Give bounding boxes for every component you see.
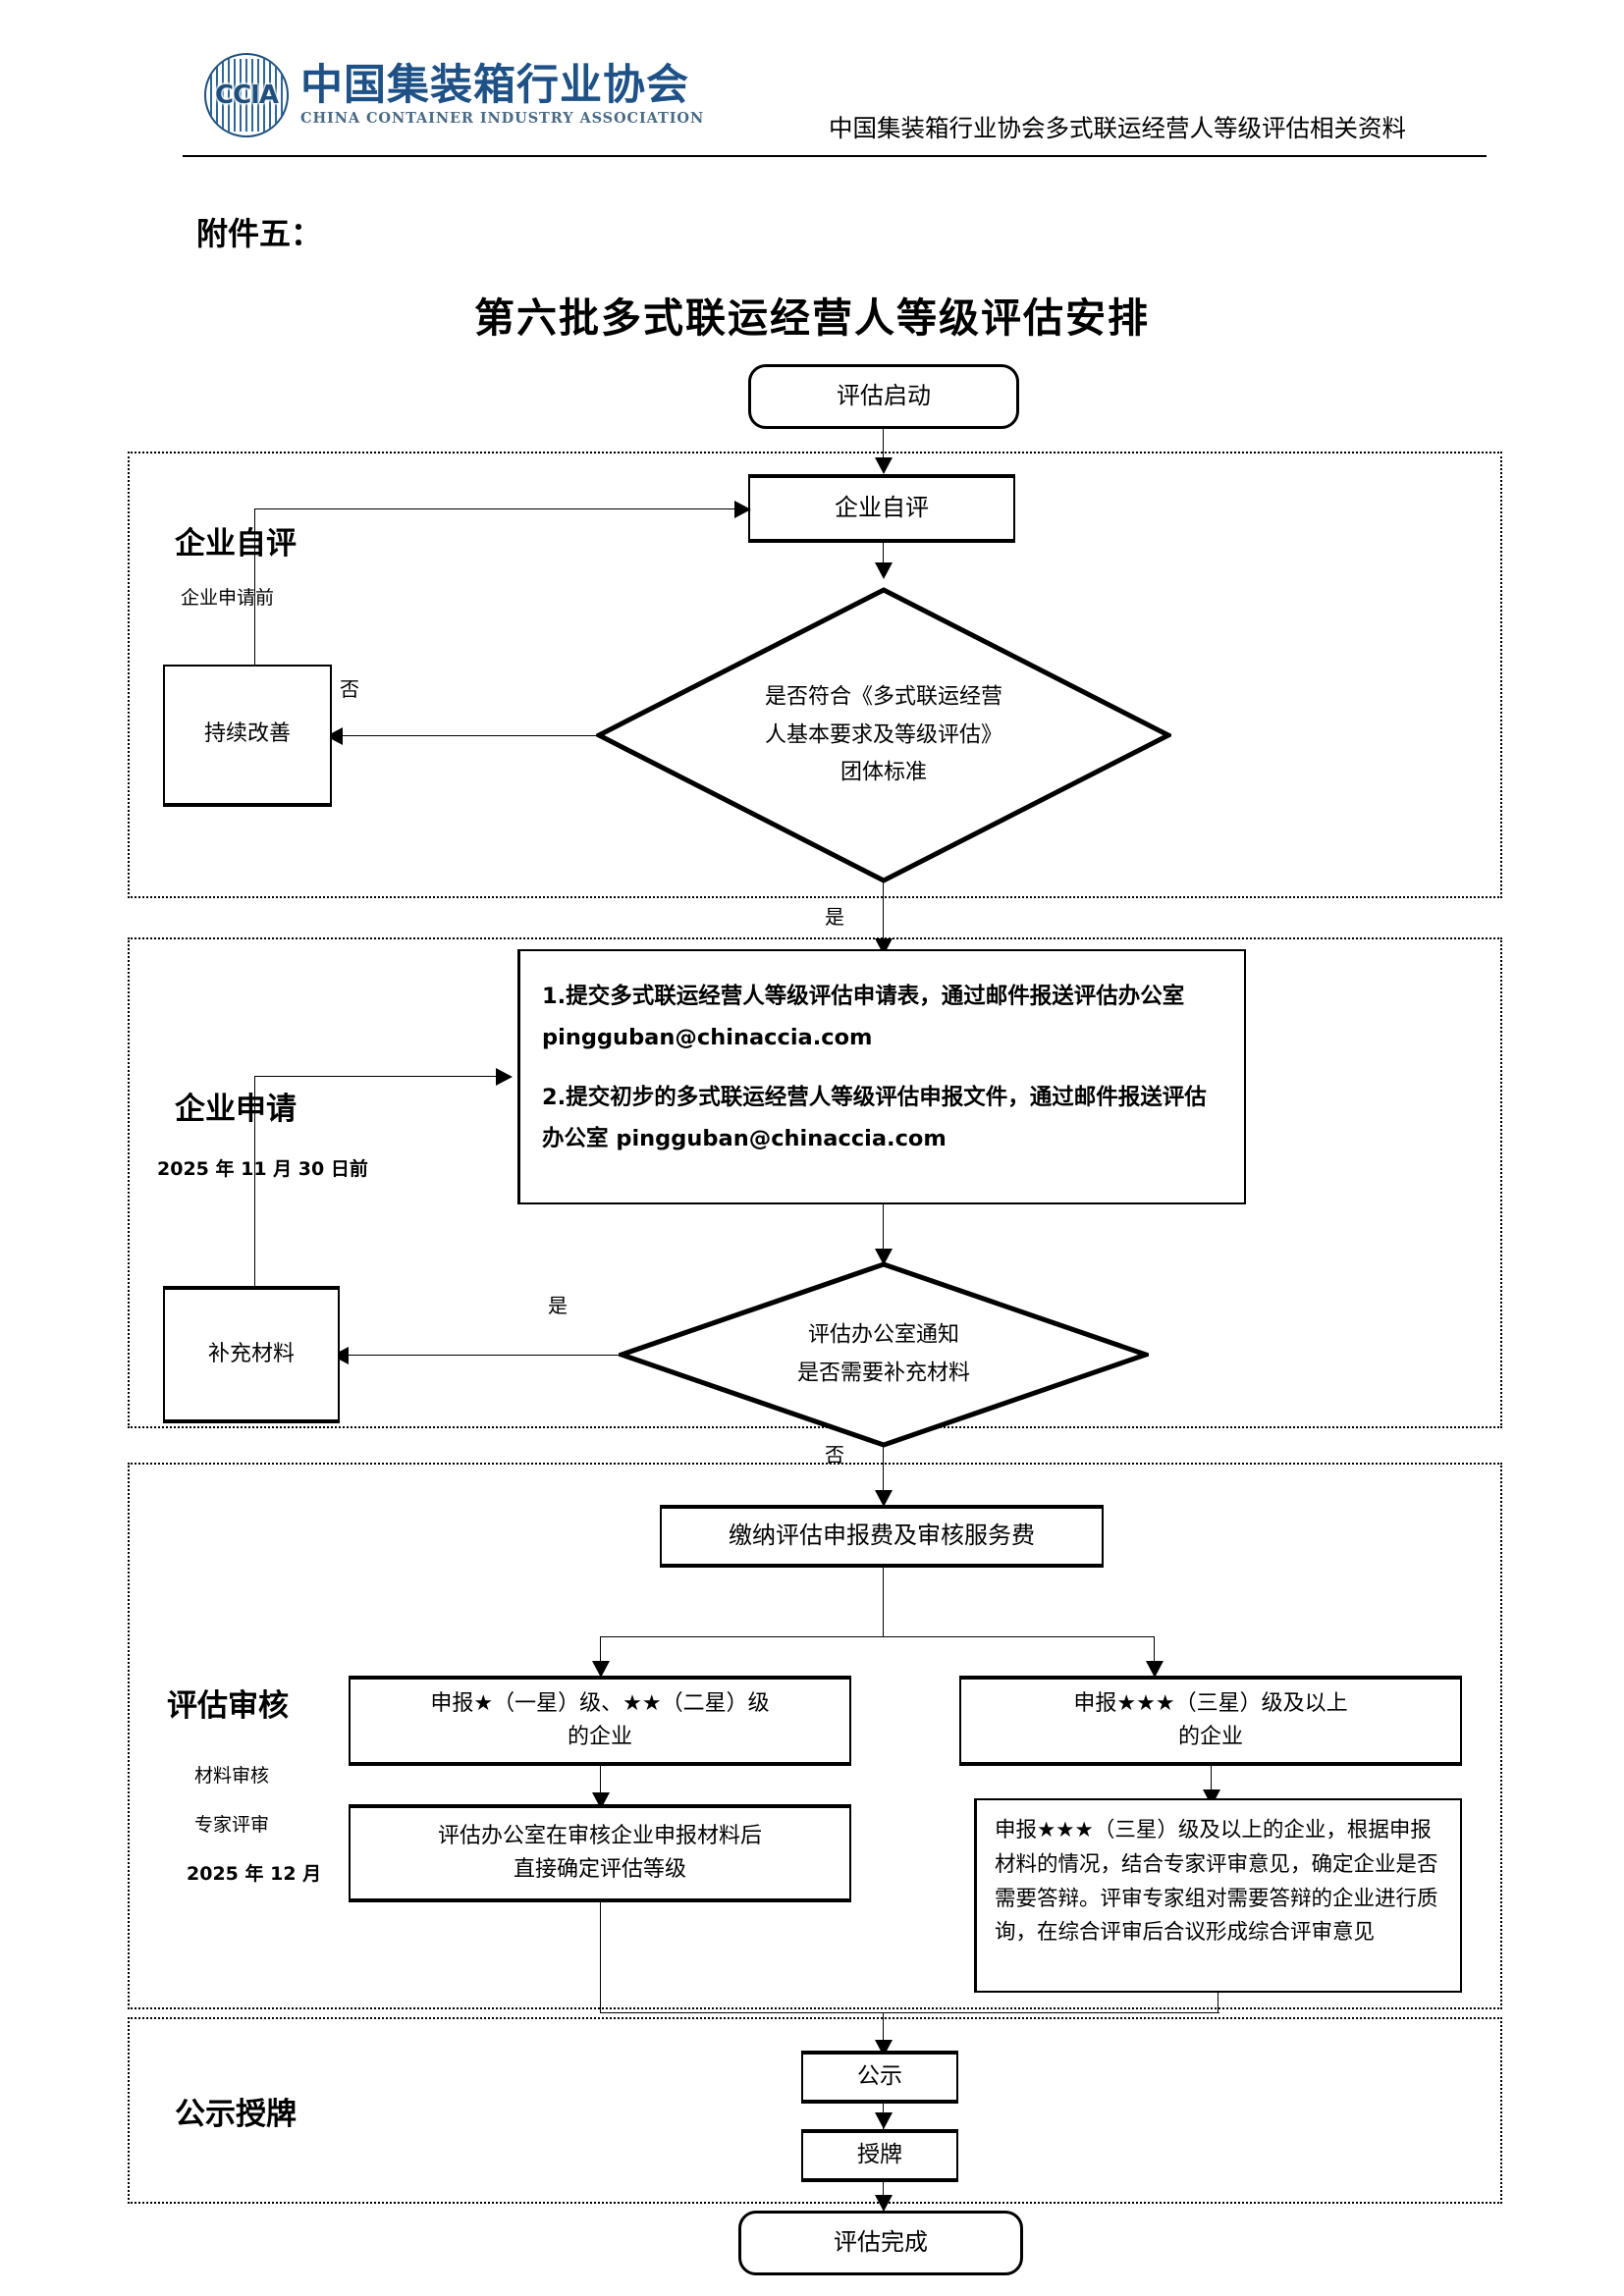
diamond-shape-icon [596,587,1171,883]
connector-fee-to-low-branch [600,1636,601,1674]
connector-start-to-self-assess [883,429,884,466]
edge-label-yes-1: 是 [823,901,846,930]
arrowhead-improve-to-self-assess [734,501,751,518]
stage-title-self-assessment: 企业自评 [175,526,297,561]
arrowhead-fee-to-low-branch [592,1661,610,1678]
decision-standard-line-0: 是否符合《多式联运经营 [764,684,1003,710]
connector-decision-to-fee [883,1446,884,1507]
decision-supplement-label: 评估办公室通知 是否需要补充材料 [797,1317,970,1393]
stage-subtitle-application-0: 2025 年 11 月 30 日前 [157,1158,368,1180]
decision-standard-line-2: 团体标准 [839,760,928,785]
node-high-branch-result: 申报★★★（三星）级及以上的企业，根据申报材料的情况，结合专家评审意见，确定企业… [974,1798,1462,1993]
page-title: 第六批多式联运经营人等级评估安排 [474,294,1150,342]
connector-decision-to-supplement [339,1355,622,1356]
application-item-1: 1.提交多式联运经营人等级评估申请表，通过邮件报送评估办公室 pingguban… [542,984,1185,1050]
branch-low-line-0: 申报★（一星）级、★★（二星）级 [430,1690,770,1716]
stage-title-application: 企业申请 [175,1092,297,1127]
page-header: CCIA 中国集装箱行业协会 CHINA CONTAINER INDUSTRY … [0,0,1624,157]
node-finish: 评估完成 [738,2211,1023,2275]
decision-standard-label: 是否符合《多式联运经营 人基本要求及等级评估》 团体标准 [765,678,1002,792]
edge-label-yes-2: 是 [546,1290,569,1318]
branch-low-line-1: 的企业 [567,1725,632,1749]
arrowhead-decision-to-fee [875,1490,893,1507]
logo-chinese-name: 中国集装箱行业协会 [300,60,689,110]
connector-application-to-decision [883,1204,884,1265]
arrowhead-publicity-to-award [875,2112,893,2129]
arrowhead-supplement-to-application [496,1068,513,1086]
stage-title-review: 评估审核 [167,1688,289,1724]
arrowhead-self-assess-to-decision [875,562,893,579]
stage-box-publicity-award [128,2017,1502,2204]
arrowhead-fee-to-high-branch [1146,1661,1164,1678]
node-self-assess: 企业自评 [748,474,1015,543]
connector-self-assess-to-decision [883,543,884,572]
node-branch-high-star: 申报★★★（三星）级及以上 的企业 [959,1676,1462,1766]
stage-subtitle-review-1: 专家评审 [194,1814,270,1836]
branch-high-line-1: 的企业 [1177,1725,1243,1749]
stage-box-self-assessment [128,452,1502,898]
header-divider [183,155,1487,157]
container-bars-icon [210,59,283,132]
arrowhead-award-to-finish [875,2195,893,2212]
node-branch-low-star: 申报★（一星）级、★★（二星）级 的企业 [349,1676,851,1766]
decision-standard-compliance: 是否符合《多式联运经营 人基本要求及等级评估》 团体标准 [596,587,1171,883]
node-publicity: 公示 [801,2051,958,2104]
connector-low-result-down [600,1902,601,2012]
connector-merge-to-publicity [883,2012,884,2056]
ccia-logo: CCIA 中国集装箱行业协会 CHINA CONTAINER INDUSTRY … [204,53,704,137]
connector-supplement-to-application [254,1076,505,1077]
arrowhead-start-to-self-assess [875,457,893,474]
decision-supplement-line-1: 是否需要补充材料 [796,1361,971,1385]
connector-fee-down [883,1568,884,1636]
node-continuous-improvement: 持续改善 [163,665,332,807]
edge-label-no-1: 否 [338,673,361,702]
application-item-2: 2.提交初步的多式联运经营人等级评估申报文件，通过邮件报送评估办公室 pingg… [542,1085,1207,1151]
node-application-instructions: 1.提交多式联运经营人等级评估申请表，通过邮件报送评估办公室 pingguban… [517,949,1246,1204]
logo-english-name: CHINA CONTAINER INDUSTRY ASSOCIATION [300,109,705,127]
node-start: 评估启动 [748,364,1019,429]
connector-decision-to-application [883,881,884,954]
node-award: 授牌 [801,2129,958,2182]
stage-box-application [128,937,1502,1428]
attachment-label: 附件五： [196,215,323,252]
arrowhead-application-to-decision [875,1249,893,1265]
connector-low-branch-to-result [600,1766,601,1805]
stage-title-publicity-award: 公示授牌 [175,2097,297,2132]
branch-high-line-0: 申报★★★（三星）级及以上 [1073,1690,1348,1716]
node-supplement-materials: 补充材料 [163,1286,340,1423]
ccia-logo-icon: CCIA [204,53,289,137]
decision-supplement-materials: 评估办公室通知 是否需要补充材料 [619,1261,1149,1448]
header-title: 中国集装箱行业协会多式联运经营人等级评估相关资料 [829,114,1406,142]
stage-subtitle-self-assessment-0: 企业申请前 [181,587,275,609]
connector-improve-up [254,508,255,666]
low-result-line-1: 直接确定评估等级 [513,1857,686,1882]
stage-subtitle-review-2: 2025 年 12 月 [187,1863,322,1885]
decision-supplement-line-0: 评估办公室通知 [807,1322,960,1348]
connector-improve-to-self-assess [254,508,745,509]
node-pay-fee: 缴纳评估申报费及审核服务费 [660,1505,1104,1568]
diamond-shape-icon-2 [619,1261,1149,1448]
logo-text: 中国集装箱行业协会 CHINA CONTAINER INDUSTRY ASSOC… [300,60,705,127]
connector-fee-split [600,1636,1155,1637]
low-result-line-0: 评估办公室在审核企业申报材料后 [437,1823,762,1848]
decision-standard-line-1: 人基本要求及等级评估》 [764,721,1003,747]
connector-fee-to-high-branch [1154,1636,1155,1674]
connector-results-merge [600,2012,1219,2013]
ccia-monogram: CCIA [215,80,279,110]
connector-supplement-up [254,1076,255,1287]
node-low-branch-result: 评估办公室在审核企业申报材料后 直接确定评估等级 [349,1804,851,1902]
stage-subtitle-review-0: 材料审核 [194,1765,270,1787]
stage-box-review [128,1463,1502,2009]
connector-high-branch-to-result [1211,1766,1212,1803]
connector-decision-to-improve [333,735,598,736]
